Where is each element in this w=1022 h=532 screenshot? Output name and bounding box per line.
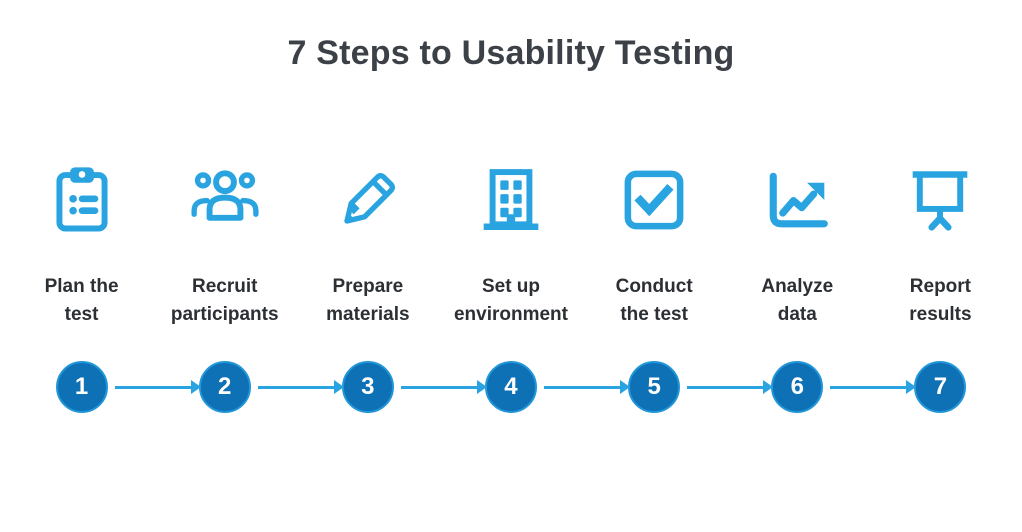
step-label-6-line1: Analyze <box>761 276 834 297</box>
step-label-4: Set up environment <box>454 273 568 329</box>
step-label-1-line1: Plan the <box>44 276 119 297</box>
people-icon <box>187 161 263 239</box>
arrow-right-icon <box>400 380 488 394</box>
step-label-7: Report results <box>909 273 971 329</box>
step-label-6-line2: data <box>777 304 817 325</box>
step-column-3: Prepare materials <box>296 161 439 329</box>
line-chart-icon <box>759 161 835 239</box>
step-label-3: Prepare materials <box>326 273 409 329</box>
step-label-5: Conduct the test <box>616 273 693 329</box>
arrow-right-icon <box>257 380 345 394</box>
presentation-icon <box>902 161 978 239</box>
pencil-icon <box>330 161 406 239</box>
steps-row: Plan the test Recruit participants <box>10 161 1012 329</box>
arrow-right-icon <box>544 380 631 394</box>
arrow-right-icon <box>830 380 917 394</box>
step-numbers-row: 1 2 3 4 5 6 7 <box>10 361 1012 413</box>
checkbox-icon <box>616 161 692 239</box>
page-title: 7 Steps to Usability Testing <box>287 34 735 72</box>
step-number-6: 6 <box>771 361 824 413</box>
step-number-1: 1 <box>55 361 108 413</box>
building-icon <box>473 161 549 239</box>
usability-testing-infographic: 7 Steps to Usability Testing Plan the te… <box>0 34 1022 532</box>
step-label-2: Recruit participants <box>171 273 279 329</box>
step-number-2: 2 <box>198 361 251 413</box>
step-column-4: Set up environment <box>439 161 582 329</box>
step-number-7: 7 <box>914 361 967 413</box>
step-column-5: Conduct the test <box>583 161 726 329</box>
step-label-3-line2: materials <box>326 304 410 325</box>
step-column-1: Plan the test <box>10 161 153 329</box>
step-label-3-line1: Prepare <box>332 276 404 297</box>
arrow-right-icon <box>114 380 201 394</box>
step-label-2-line1: Recruit <box>191 276 258 297</box>
step-label-4-line1: Set up <box>481 276 541 297</box>
step-label-4-line2: environment <box>453 304 568 325</box>
arrow-right-icon <box>687 380 774 394</box>
step-label-5-line1: Conduct <box>615 276 693 297</box>
step-column-7: Report results <box>869 161 1012 329</box>
step-label-7-line2: results <box>909 304 972 325</box>
step-column-6: Analyze data <box>726 161 869 329</box>
step-number-3: 3 <box>341 361 394 413</box>
step-column-2: Recruit participants <box>153 161 296 329</box>
step-label-1-line2: test <box>64 304 99 325</box>
step-number-4: 4 <box>484 361 537 413</box>
step-label-1: Plan the test <box>45 273 119 329</box>
step-label-2-line2: participants <box>170 304 279 325</box>
clipboard-icon <box>44 161 120 239</box>
step-label-6: Analyze data <box>761 273 833 329</box>
step-label-7-line1: Report <box>909 276 972 297</box>
step-label-5-line2: the test <box>620 304 688 325</box>
step-number-5: 5 <box>628 361 681 413</box>
